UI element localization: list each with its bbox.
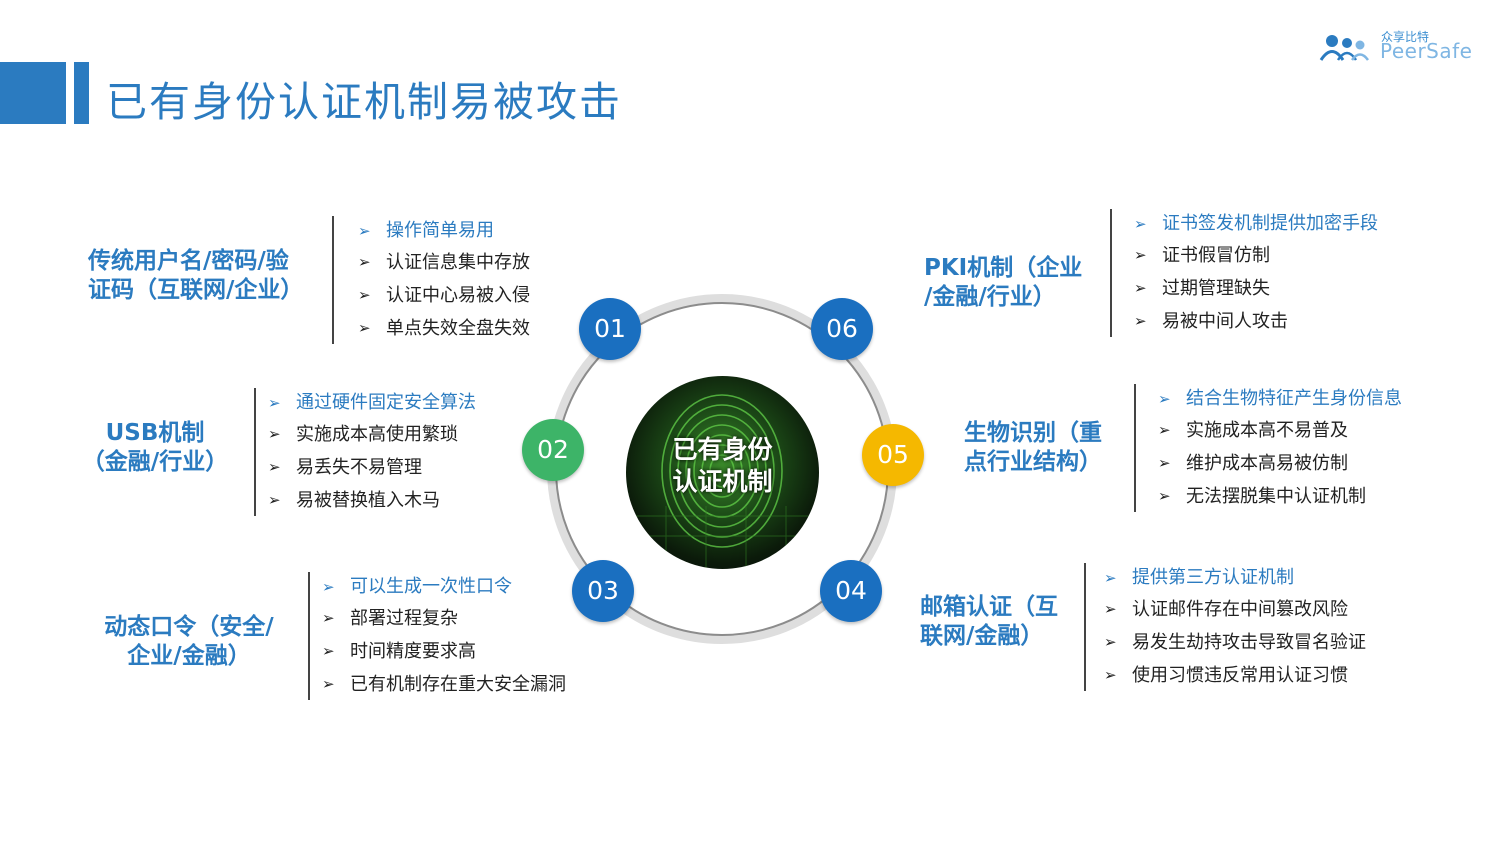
bullet: ➢易被中间人攻击 — [1130, 305, 1378, 338]
arrow-icon: ➢ — [1134, 215, 1147, 233]
node-05: 05 — [862, 424, 924, 486]
fingerprint-icon — [626, 394, 819, 569]
arrow-icon: ➢ — [1158, 421, 1171, 439]
arrow-icon: ➢ — [358, 319, 371, 337]
title-accent-bar — [0, 62, 66, 124]
arrow-icon: ➢ — [358, 286, 371, 304]
arrow-icon: ➢ — [358, 253, 371, 271]
bullet: ➢实施成本高不易普及 — [1154, 414, 1402, 447]
bullet: ➢时间精度要求高 — [318, 635, 566, 668]
group-01-heading: 传统用户名/密码/验 证码（互联网/企业） — [88, 248, 304, 303]
arrow-icon: ➢ — [1134, 279, 1147, 297]
group-02-heading: USB机制 （金融/行业） — [81, 420, 229, 475]
bullet: ➢易被替换植入木马 — [264, 484, 476, 517]
group-02-bullets: ➢通过硬件固定安全算法 ➢实施成本高使用繁琐 ➢易丢失不易管理 ➢易被替换植入木… — [264, 388, 476, 517]
center-label-line1: 已有身份 — [672, 435, 773, 464]
node-01: 01 — [579, 298, 641, 360]
node-06: 06 — [811, 298, 873, 360]
bullet: ➢单点失效全盘失效 — [354, 312, 530, 345]
arrow-icon: ➢ — [322, 642, 335, 660]
arrow-icon: ➢ — [322, 609, 335, 627]
group-02-divider — [254, 388, 256, 516]
arrow-icon: ➢ — [358, 222, 371, 240]
bullet: ➢可以生成一次性口令 — [318, 572, 566, 602]
group-05-heading: 生物识别（重 点行业结构） — [964, 420, 1102, 475]
node-02: 02 — [522, 419, 584, 481]
node-03: 03 — [572, 560, 634, 622]
bullet: ➢易丢失不易管理 — [264, 451, 476, 484]
bullet: ➢过期管理缺失 — [1130, 272, 1378, 305]
group-06-divider — [1110, 209, 1112, 337]
logo-subtitle: 众享比特 — [1381, 30, 1430, 44]
bullet: ➢证书签发机制提供加密手段 — [1130, 209, 1378, 239]
group-03-heading: 动态口令（安全/ 企业/金融） — [104, 614, 274, 669]
center-label-line2: 认证机制 — [672, 467, 773, 496]
bullet: ➢已有机制存在重大安全漏洞 — [318, 668, 566, 701]
peersafe-logo: 众享比特 PeerSafe — [1318, 28, 1472, 68]
group-04-bullets: ➢提供第三方认证机制 ➢认证邮件存在中间篡改风险 ➢易发生劫持攻击导致冒名验证 … — [1100, 563, 1366, 692]
bullet: ➢提供第三方认证机制 — [1100, 563, 1366, 593]
group-03-divider — [308, 572, 310, 700]
group-05-bullets: ➢结合生物特征产生身份信息 ➢实施成本高不易普及 ➢维护成本高易被仿制 ➢无法摆… — [1154, 384, 1402, 513]
bullet: ➢使用习惯违反常用认证习惯 — [1100, 659, 1366, 692]
logo-wordmark: PeerSafe — [1380, 39, 1473, 63]
group-01-bullets: ➢操作简单易用 ➢认证信息集中存放 ➢认证中心易被入侵 ➢单点失效全盘失效 — [354, 216, 530, 345]
arrow-icon: ➢ — [1134, 246, 1147, 264]
page-title: 已有身份认证机制易被攻击 — [106, 78, 622, 126]
arrow-icon: ➢ — [268, 491, 281, 509]
arrow-icon: ➢ — [268, 394, 281, 412]
arrow-icon: ➢ — [268, 425, 281, 443]
bullet: ➢结合生物特征产生身份信息 — [1154, 384, 1402, 414]
bullet: ➢维护成本高易被仿制 — [1154, 447, 1402, 480]
arrow-icon: ➢ — [1134, 312, 1147, 330]
arrow-icon: ➢ — [268, 458, 281, 476]
people-icon — [1319, 35, 1370, 61]
arrow-icon: ➢ — [1104, 569, 1117, 587]
arrow-icon: ➢ — [322, 675, 335, 693]
arrow-icon: ➢ — [322, 578, 335, 596]
arrow-icon: ➢ — [1158, 454, 1171, 472]
group-05-divider — [1134, 384, 1136, 512]
group-06-bullets: ➢证书签发机制提供加密手段 ➢证书假冒仿制 ➢过期管理缺失 ➢易被中间人攻击 — [1130, 209, 1378, 338]
group-03-bullets: ➢可以生成一次性口令 ➢部署过程复杂 ➢时间精度要求高 ➢已有机制存在重大安全漏… — [318, 572, 566, 701]
group-04-heading: 邮箱认证（互 联网/金融） — [920, 594, 1058, 649]
center-label: 已有身份 认证机制 — [626, 434, 819, 498]
title-accent-stripe — [74, 62, 89, 124]
bullet: ➢无法摆脱集中认证机制 — [1154, 480, 1402, 513]
bullet: ➢证书假冒仿制 — [1130, 239, 1378, 272]
bullet: ➢易发生劫持攻击导致冒名验证 — [1100, 626, 1366, 659]
bullet: ➢部署过程复杂 — [318, 602, 566, 635]
bullet: ➢认证邮件存在中间篡改风险 — [1100, 593, 1366, 626]
group-04-divider — [1084, 563, 1086, 691]
arrow-icon: ➢ — [1158, 487, 1171, 505]
bullet: ➢认证中心易被入侵 — [354, 279, 530, 312]
arrow-icon: ➢ — [1104, 666, 1117, 684]
bullet: ➢通过硬件固定安全算法 — [264, 388, 476, 418]
arrow-icon: ➢ — [1158, 390, 1171, 408]
arrow-icon: ➢ — [1104, 633, 1117, 651]
node-04: 04 — [820, 560, 882, 622]
bullet: ➢操作简单易用 — [354, 216, 530, 246]
arrow-icon: ➢ — [1104, 600, 1117, 618]
bullet: ➢认证信息集中存放 — [354, 246, 530, 279]
fingerprint-circle: 已有身份 认证机制 — [626, 376, 819, 569]
group-06-heading: PKI机制（企业 /金融/行业） — [924, 255, 1083, 310]
bullet: ➢实施成本高使用繁琐 — [264, 418, 476, 451]
group-01-divider — [332, 216, 334, 344]
